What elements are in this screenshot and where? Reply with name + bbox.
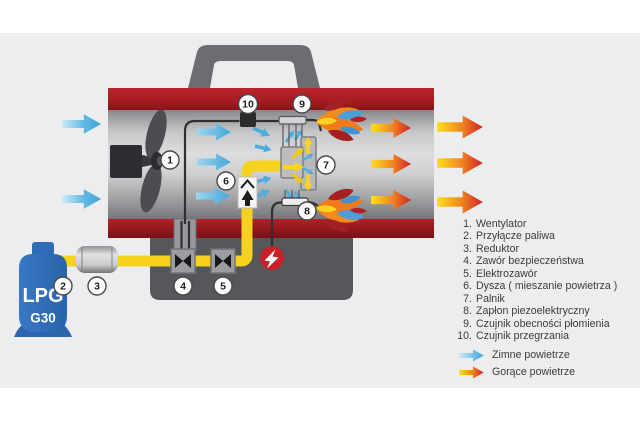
handle-cutout	[210, 61, 298, 88]
overheat-sensor	[240, 112, 256, 127]
wire-piezo	[270, 201, 283, 249]
piezo-igniter	[260, 246, 284, 270]
callout-4: 4	[173, 276, 193, 296]
wire-to-sensor10	[183, 119, 240, 224]
svg-text:1: 1	[167, 155, 173, 167]
fan-motor	[110, 145, 142, 178]
tank-body	[19, 254, 67, 332]
regulator	[76, 246, 118, 273]
tank-label-g30: G30	[30, 311, 56, 326]
electrode-lines	[282, 123, 303, 198]
svg-text:8: 8	[304, 206, 310, 218]
tank-label-lpg: LPG	[22, 285, 63, 307]
lightning-icon	[264, 249, 279, 269]
fan-icon	[110, 109, 167, 213]
solenoid-valve	[210, 248, 236, 274]
legend-hot-air: Gorące powietrze	[451, 365, 636, 379]
legend-item-10: 10. Czujnik przegrzania	[457, 330, 570, 343]
nozzle	[237, 176, 258, 209]
tank-neck	[32, 242, 54, 256]
gas-pipe	[50, 160, 283, 267]
callouts: 1 2 3 4 5 6 7	[53, 93, 336, 296]
callout-9: 9	[292, 94, 312, 114]
callout-2: 2	[53, 276, 73, 296]
callout-6: 6	[216, 171, 236, 191]
legend-cold-air: Zimne powietrze	[451, 348, 636, 362]
svg-text:7: 7	[323, 160, 329, 172]
fan-blade-bottom	[140, 163, 162, 213]
cold-air-arrow-icon	[459, 348, 484, 362]
svg-text:10: 10	[242, 99, 254, 111]
legend-item-8: 8. Zapłon piezoelektryczny	[463, 305, 590, 318]
callout-5: 5	[213, 276, 233, 296]
svg-text:5: 5	[220, 281, 226, 293]
hot-air-arrow-icon	[459, 365, 484, 379]
legend-item-6: 6. Dysza ( mieszanie powietrza )	[463, 280, 618, 293]
legend-item-9: 9. Czujnik obecności płomienia	[463, 317, 610, 330]
flame-sensor	[278, 115, 307, 125]
legend-item-3: 3. Reduktor	[463, 242, 519, 255]
legend-item-4: 4. Zawór bezpieczeństwa	[463, 255, 584, 268]
legend-item-1: 1. Wentylator	[463, 218, 527, 230]
fan-blade-top	[145, 109, 167, 159]
callout-3: 3	[87, 276, 107, 296]
svg-text:2: 2	[60, 281, 66, 293]
lpg-tank: LPG G30	[14, 242, 72, 337]
legend-item-2: 2. Przyłącze paliwa	[463, 230, 555, 243]
svg-text:9: 9	[299, 99, 305, 111]
safety-valve	[170, 248, 196, 274]
svg-text:4: 4	[180, 281, 186, 293]
legend-item-7: 7. Palnik	[463, 292, 505, 305]
callout-7: 7	[316, 155, 336, 175]
legend-panel: 1. Wentylator 2. Przyłącze paliwa 3. Red…	[451, 218, 636, 379]
callout-8: 8	[297, 201, 317, 221]
legend-item-5: 5. Elektrozawór	[463, 267, 538, 280]
body-top-band	[108, 88, 434, 110]
svg-text:6: 6	[223, 176, 229, 188]
burner	[280, 136, 317, 191]
svg-text:3: 3	[94, 281, 100, 293]
callout-1: 1	[160, 150, 180, 170]
callout-10: 10	[237, 93, 259, 115]
heater-base	[150, 238, 353, 300]
